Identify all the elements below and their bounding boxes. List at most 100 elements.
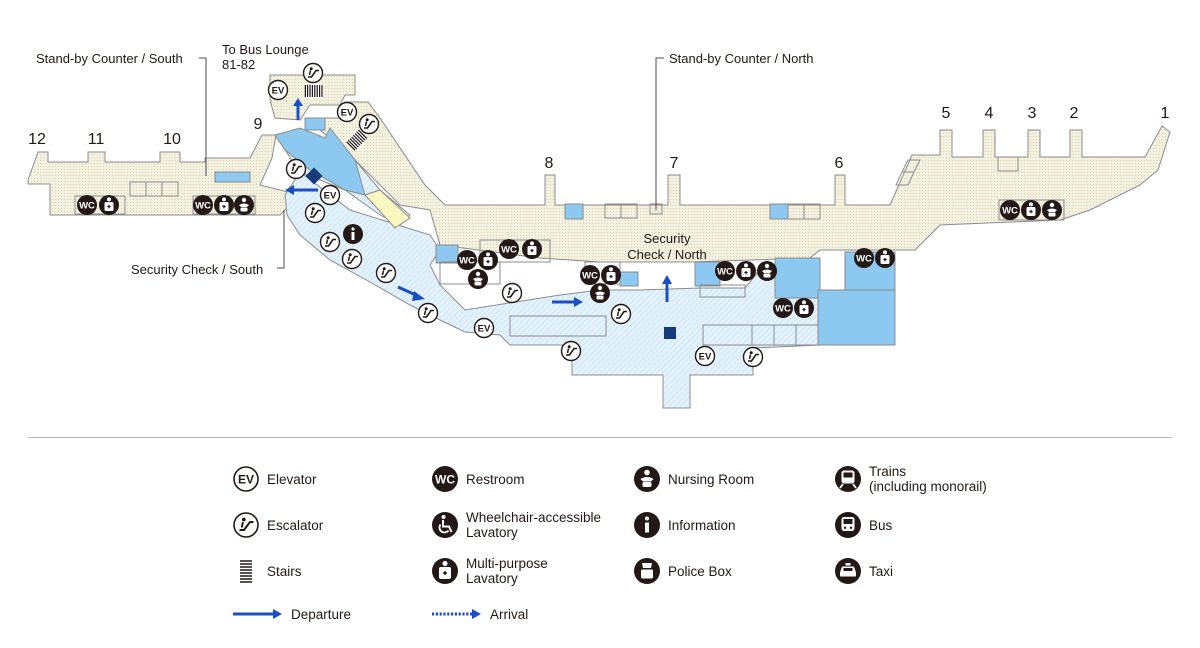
legend-escalator-label: Escalator bbox=[267, 517, 324, 533]
gate-2-label: 2 bbox=[1069, 105, 1079, 122]
departure-arrow-icon bbox=[233, 609, 282, 619]
public-concourse bbox=[27, 74, 1171, 263]
gate-5-label: 5 bbox=[941, 105, 951, 122]
restroom-icon bbox=[715, 261, 735, 281]
legend-trains-label: Trains (including monorail) bbox=[869, 464, 987, 494]
legend-wheelchair-label: Wheelchair-accessible Lavatory bbox=[466, 510, 602, 540]
legend-restroom-label: Restroom bbox=[466, 471, 525, 487]
legend-elevator-label: Elevator bbox=[267, 471, 317, 487]
escalator-icon bbox=[417, 302, 439, 324]
multipurpose-lavatory-icon bbox=[213, 194, 235, 216]
elevator-icon bbox=[267, 79, 289, 101]
nursing-room-icon bbox=[757, 261, 777, 281]
security-check-north-label-line1: Security bbox=[643, 231, 691, 246]
escalator-icon bbox=[742, 346, 764, 368]
security-check-north-label-line2: Check / North bbox=[627, 247, 707, 262]
multipurpose-lavatory-icon bbox=[98, 194, 120, 216]
legend-arrival-label: Arrival bbox=[490, 606, 529, 622]
legend-police-label: Police Box bbox=[668, 563, 732, 579]
gate-6-label: 6 bbox=[834, 155, 844, 172]
counter-boxes bbox=[74, 156, 1065, 346]
gate-11-label: 11 bbox=[87, 131, 105, 148]
gate-8-label: 8 bbox=[544, 155, 554, 172]
information-icon bbox=[634, 512, 660, 538]
bus-icon bbox=[835, 512, 861, 538]
restroom-icon bbox=[1000, 200, 1020, 220]
legend-departure-label: Departure bbox=[291, 606, 352, 622]
restroom-icon bbox=[499, 239, 519, 259]
multipurpose-lavatory-icon bbox=[874, 247, 896, 269]
legend-wheelchair: Wheelchair-accessible Lavatory bbox=[432, 507, 601, 543]
stairs-icon bbox=[240, 560, 252, 583]
nursing-room-icon bbox=[590, 283, 610, 303]
legend-arrival: Arrival bbox=[432, 596, 528, 632]
escalator-icon bbox=[610, 303, 632, 325]
legend-escalator: Escalator bbox=[233, 507, 323, 543]
escalator-icon bbox=[560, 340, 582, 362]
restroom-icon bbox=[773, 298, 793, 318]
legend-police: Police Box bbox=[634, 553, 732, 589]
restroom-icon bbox=[193, 195, 213, 215]
multipurpose-lavatory-icon bbox=[600, 264, 622, 286]
gate-1-label: 1 bbox=[1160, 105, 1170, 122]
legend-taxi: Taxi bbox=[835, 553, 893, 589]
elevator-icon bbox=[473, 317, 495, 339]
legend-nursing-label: Nursing Room bbox=[668, 471, 755, 487]
legend-restroom: WC Restroom bbox=[432, 461, 525, 497]
information-icon bbox=[343, 224, 363, 244]
legend-information-label: Information bbox=[668, 517, 736, 533]
to-bus-lounge-label: To Bus Lounge bbox=[222, 42, 309, 57]
multipurpose-lavatory-icon bbox=[432, 558, 458, 584]
escalator-icon bbox=[233, 512, 259, 538]
legend-multipurpose: Multi-purpose Lavatory bbox=[432, 553, 548, 589]
gate-7-label: 7 bbox=[669, 155, 679, 172]
svg-text:WC: WC bbox=[435, 473, 455, 487]
multipurpose-lavatory-icon bbox=[477, 249, 499, 271]
legend-trains: Trains (including monorail) bbox=[835, 461, 987, 497]
escalator-icon bbox=[501, 282, 523, 304]
nursing-room-icon bbox=[468, 269, 488, 289]
facility-rooms bbox=[214, 117, 896, 346]
gate-12-label: 12 bbox=[28, 131, 46, 148]
svg-text:EV: EV bbox=[238, 473, 254, 487]
legend-information: Information bbox=[634, 507, 736, 543]
multipurpose-lavatory-icon bbox=[521, 238, 543, 260]
arrival-arrow-icon bbox=[432, 609, 481, 619]
elevator-icon bbox=[319, 184, 341, 206]
taxi-icon bbox=[835, 558, 861, 584]
nursing-room-icon bbox=[1042, 200, 1062, 220]
train-icon bbox=[835, 466, 861, 492]
escalator-icon bbox=[358, 113, 380, 135]
legend-taxi-label: Taxi bbox=[869, 563, 894, 579]
gate-10-label: 10 bbox=[163, 131, 181, 148]
standby-counter-north-label: Stand-by Counter / North bbox=[669, 51, 814, 66]
wheelchair-icon bbox=[432, 512, 458, 538]
legend-stairs-label: Stairs bbox=[267, 563, 302, 579]
legend-nursing: Nursing Room bbox=[634, 461, 754, 497]
escalator-icon bbox=[375, 262, 397, 284]
gate-3-label: 3 bbox=[1027, 105, 1037, 122]
legend-stairs: Stairs bbox=[233, 553, 302, 589]
legend-divider bbox=[28, 437, 1172, 438]
elevator-icon bbox=[694, 345, 716, 367]
restroom-icon bbox=[854, 248, 874, 268]
restroom-icon: WC bbox=[432, 466, 458, 492]
security-check-south-label: Security Check / South bbox=[131, 262, 264, 277]
gate-9-label: 9 bbox=[253, 116, 263, 133]
multipurpose-lavatory-icon bbox=[735, 260, 757, 282]
nursing-room-icon bbox=[234, 195, 254, 215]
elevator-icon bbox=[336, 101, 358, 123]
escalator-icon bbox=[304, 202, 326, 224]
escalator-icon bbox=[285, 158, 307, 180]
bus-lounge-gates-label: 81-82 bbox=[222, 57, 256, 72]
legend-departure: Departure bbox=[233, 596, 351, 632]
nursing-room-icon bbox=[634, 466, 660, 492]
legend-bus-label: Bus bbox=[869, 517, 893, 533]
escalator-icon bbox=[319, 231, 341, 253]
standby-counter-south-label: Stand-by Counter / South bbox=[36, 51, 183, 66]
legend-multipurpose-label: Multi-purpose Lavatory bbox=[466, 556, 548, 586]
restroom-icon bbox=[457, 250, 477, 270]
legend-bus: Bus bbox=[835, 507, 892, 543]
restroom-icon bbox=[77, 195, 97, 215]
